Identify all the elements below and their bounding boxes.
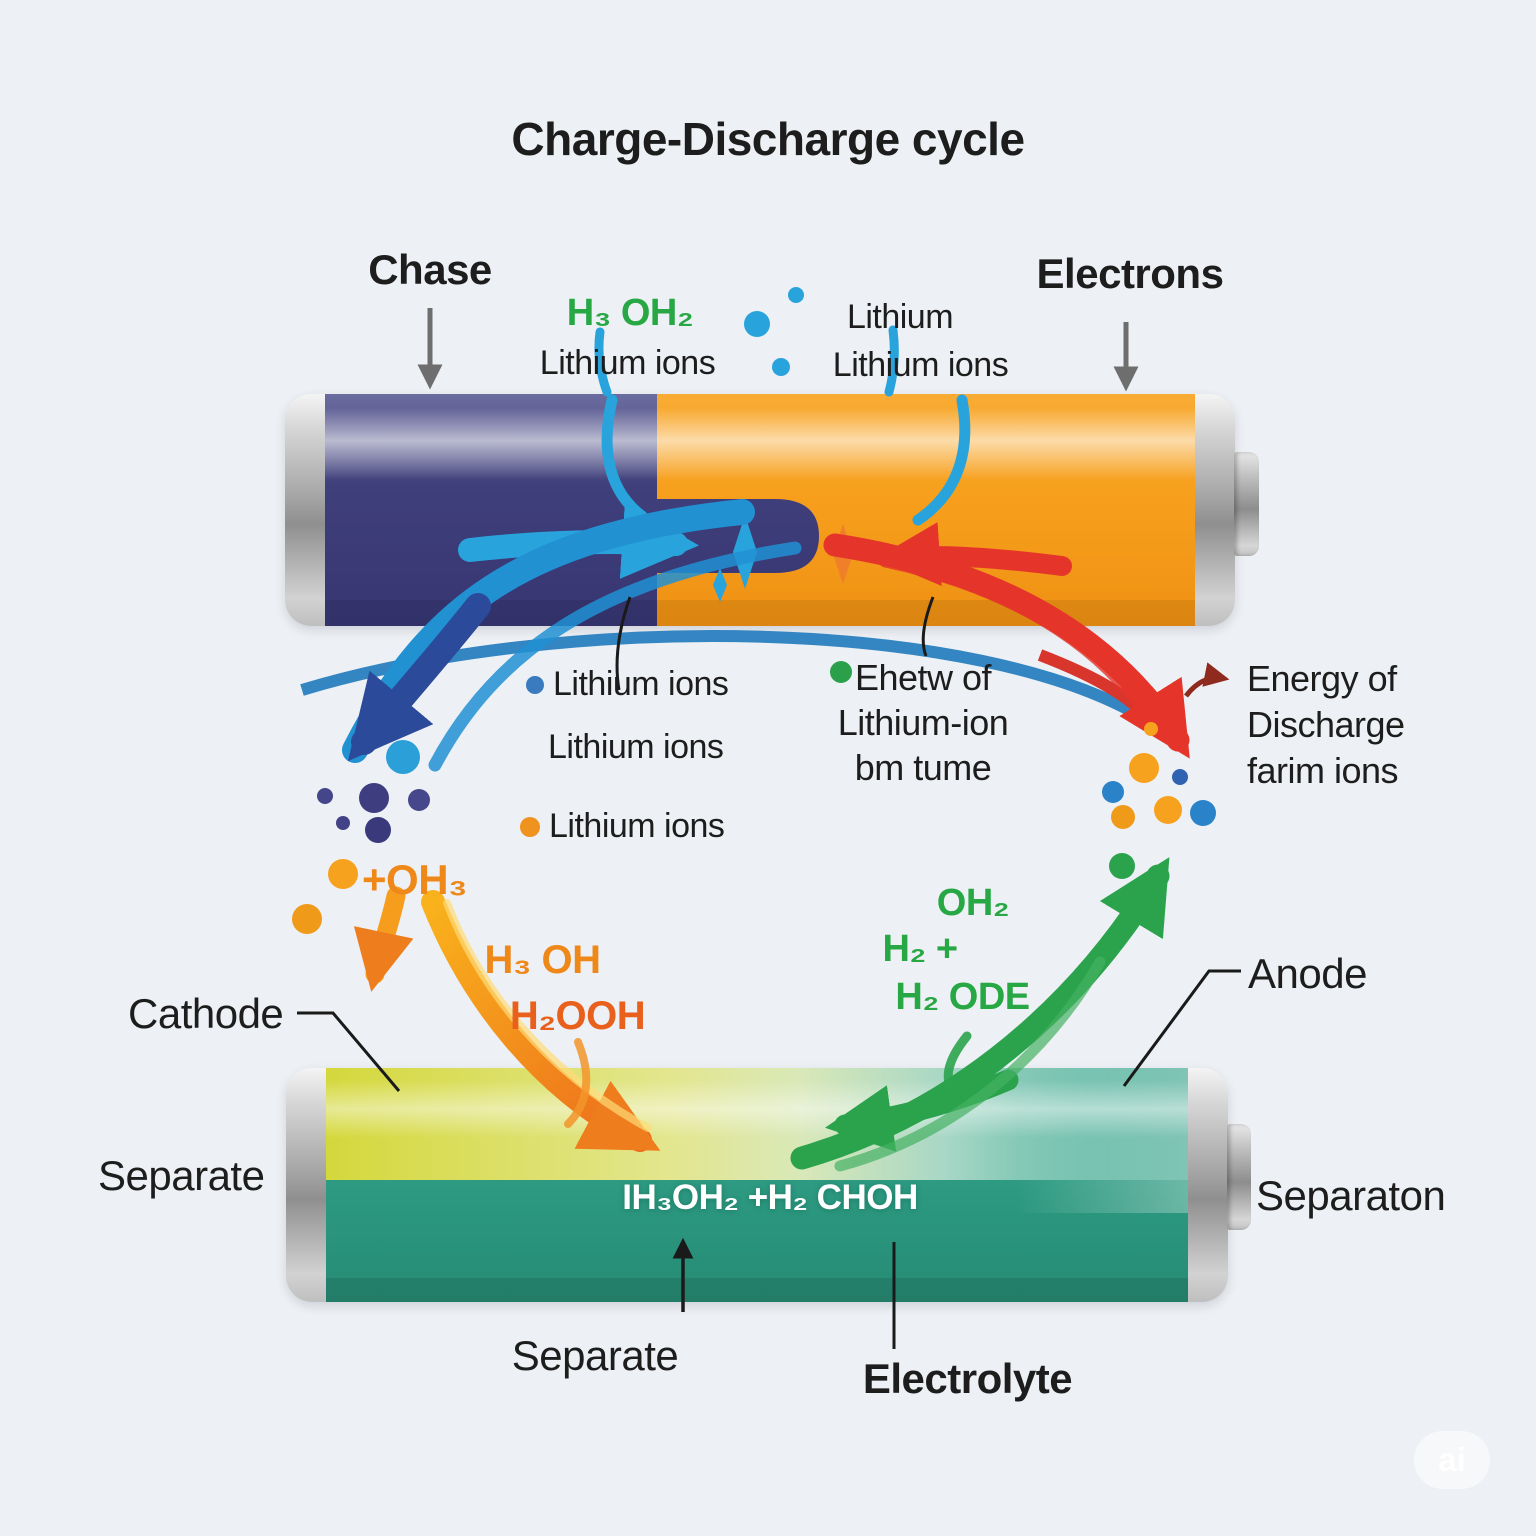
energy-note-line: farim ions [1247, 750, 1399, 791]
ai-watermark: ai [1414, 1431, 1490, 1489]
ion-dot [1190, 800, 1216, 826]
h2plus-formula: H₂ + [882, 928, 958, 970]
top-battery-body [325, 394, 1195, 626]
lithium-top-right: Lithium [846, 298, 954, 336]
plus-oh3-formula: +OH₃ [362, 856, 467, 903]
ion-dot [317, 788, 333, 804]
cathode-ion-cluster [292, 740, 430, 934]
green-note: Ehetw of Lithium-ion bm tume [828, 655, 1018, 790]
h3oh-formula: H₃ OH [484, 938, 602, 982]
ion-dot [1129, 753, 1159, 783]
ion-dot [359, 783, 389, 813]
legend-label: Lithium ions [549, 807, 725, 845]
charge-arc-head [347, 593, 491, 762]
green-formula-top: H₃ OH₂ [566, 292, 694, 334]
ion-dot [336, 816, 350, 830]
ion-dot [1111, 805, 1135, 829]
legend-label: Lithium ions [553, 665, 729, 703]
electrolyte-formula: IH₃OH₂ +H₂ CHOH [622, 1178, 918, 1217]
bottom-battery-terminal [1227, 1124, 1251, 1230]
anode-label: Anode [1248, 950, 1367, 997]
separator-left-label: Separate [98, 1152, 265, 1199]
green-note-line: Ehetw of [854, 657, 992, 698]
bottom-battery-left-cap [286, 1068, 326, 1302]
energy-note-line: Energy of [1247, 658, 1397, 699]
oh2-formula: OH₂ [936, 882, 1010, 924]
top-battery-terminal [1234, 452, 1259, 556]
legend-plain-ions: Lithium ions [548, 728, 724, 766]
legend-blue-ions: Lithium ions [526, 665, 729, 704]
red-arc-end [1037, 649, 1158, 728]
legend-orange-ions: Lithium ions [520, 807, 725, 846]
separator-bottom-label: Separate [511, 1332, 679, 1379]
ion-dot [386, 740, 420, 774]
electrons-label: Electrons [1036, 250, 1224, 297]
lithium-ions-top-left: Lithium ions [539, 344, 716, 382]
ion-dot [408, 789, 430, 811]
energy-note: Energy of Discharge farim ions [1247, 656, 1405, 794]
top-battery-graphic [325, 394, 1195, 626]
green-note-line: bm tume [854, 747, 992, 788]
lithium-ions-top-right: Lithium ions [832, 346, 1009, 384]
ion-dot [1154, 796, 1182, 824]
ion-dot [1102, 781, 1124, 803]
ion-dot [1144, 722, 1158, 736]
ion-dot [1109, 853, 1135, 879]
green-note-line: Lithium-ion [837, 702, 1009, 743]
electrolyte-label: Electrolyte [862, 1355, 1073, 1402]
page-title: Charge-Discharge cycle [511, 113, 1025, 165]
cathode-label: Cathode [128, 990, 284, 1037]
anode-ion-cluster [1102, 722, 1216, 829]
green-dot-icon [830, 661, 852, 683]
ion-dot [365, 817, 391, 843]
ion-dot [772, 358, 790, 376]
energy-pointer-arrow [1184, 662, 1230, 698]
ion-dot [744, 311, 770, 337]
bottom-battery-right-cap [1188, 1068, 1228, 1302]
charge-label: Chase [368, 246, 492, 293]
ion-dot [328, 859, 358, 889]
ion-dot [292, 904, 322, 934]
blue-dot-icon [526, 675, 544, 694]
orange-dot-icon [520, 816, 540, 837]
top-battery-left-cap [285, 394, 325, 626]
top-ion-dots [744, 287, 804, 376]
ion-dot [1172, 769, 1188, 785]
separator-right-label: Separaton [1256, 1172, 1446, 1219]
top-battery [285, 394, 1235, 626]
orange-small-arrow [353, 886, 414, 992]
top-battery-right-cap [1195, 394, 1235, 626]
energy-note-line: Discharge [1247, 704, 1405, 745]
h2ode-formula: H₂ ODE [895, 976, 1030, 1018]
h2ooh-formula: H₂OOH [509, 994, 646, 1038]
